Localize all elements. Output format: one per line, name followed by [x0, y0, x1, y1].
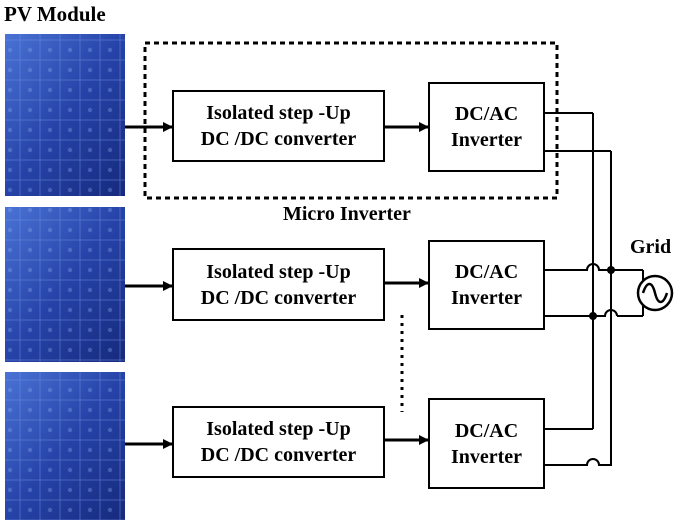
junction-dot	[589, 312, 597, 320]
junction-dot	[607, 266, 615, 274]
output-wiring	[545, 112, 644, 466]
micro-inverter-boundary	[143, 41, 559, 200]
dc-dc-converter-box-2: Isolated step -Up DC /DC converter	[172, 248, 385, 321]
converter-line1: Isolated step -Up	[206, 260, 351, 283]
converter-line2: DC /DC converter	[200, 128, 357, 150]
pv-panel-1	[5, 34, 125, 196]
dc-ac-inverter-box-3: DC/AC Inverter	[428, 398, 545, 489]
inverter-line1: DC/AC	[454, 261, 519, 283]
dc-dc-converter-box-1: Isolated step -Up DC /DC converter	[172, 90, 385, 162]
grid-ac-source-icon	[636, 274, 674, 312]
inverter-line1: DC/AC	[454, 103, 519, 125]
dc-ac-inverter-box-2: DC/AC Inverter	[428, 240, 545, 330]
dc-ac-inverter-box-1: DC/AC Inverter	[428, 82, 545, 172]
pv-module-label: PV Module	[4, 2, 106, 26]
converter-line1: Isolated step -Up	[206, 418, 351, 440]
converter-line1: Isolated step -Up	[206, 102, 351, 124]
pv-panel-2	[5, 207, 125, 362]
converter-line2: DC /DC converter	[200, 444, 357, 466]
inverter-line1: DC/AC	[454, 419, 519, 442]
pv-panel-3	[5, 372, 125, 520]
micro-inverter-label: Micro Inverter	[283, 203, 411, 225]
dc-dc-converter-box-3: Isolated step -Up DC /DC converter	[172, 406, 385, 478]
converter-line2: DC /DC converter	[200, 286, 357, 309]
inverter-line2: Inverter	[450, 129, 523, 151]
inverter-line2: Inverter	[450, 287, 523, 309]
grid-label: Grid	[630, 236, 672, 258]
inverter-line2: Inverter	[450, 445, 523, 468]
